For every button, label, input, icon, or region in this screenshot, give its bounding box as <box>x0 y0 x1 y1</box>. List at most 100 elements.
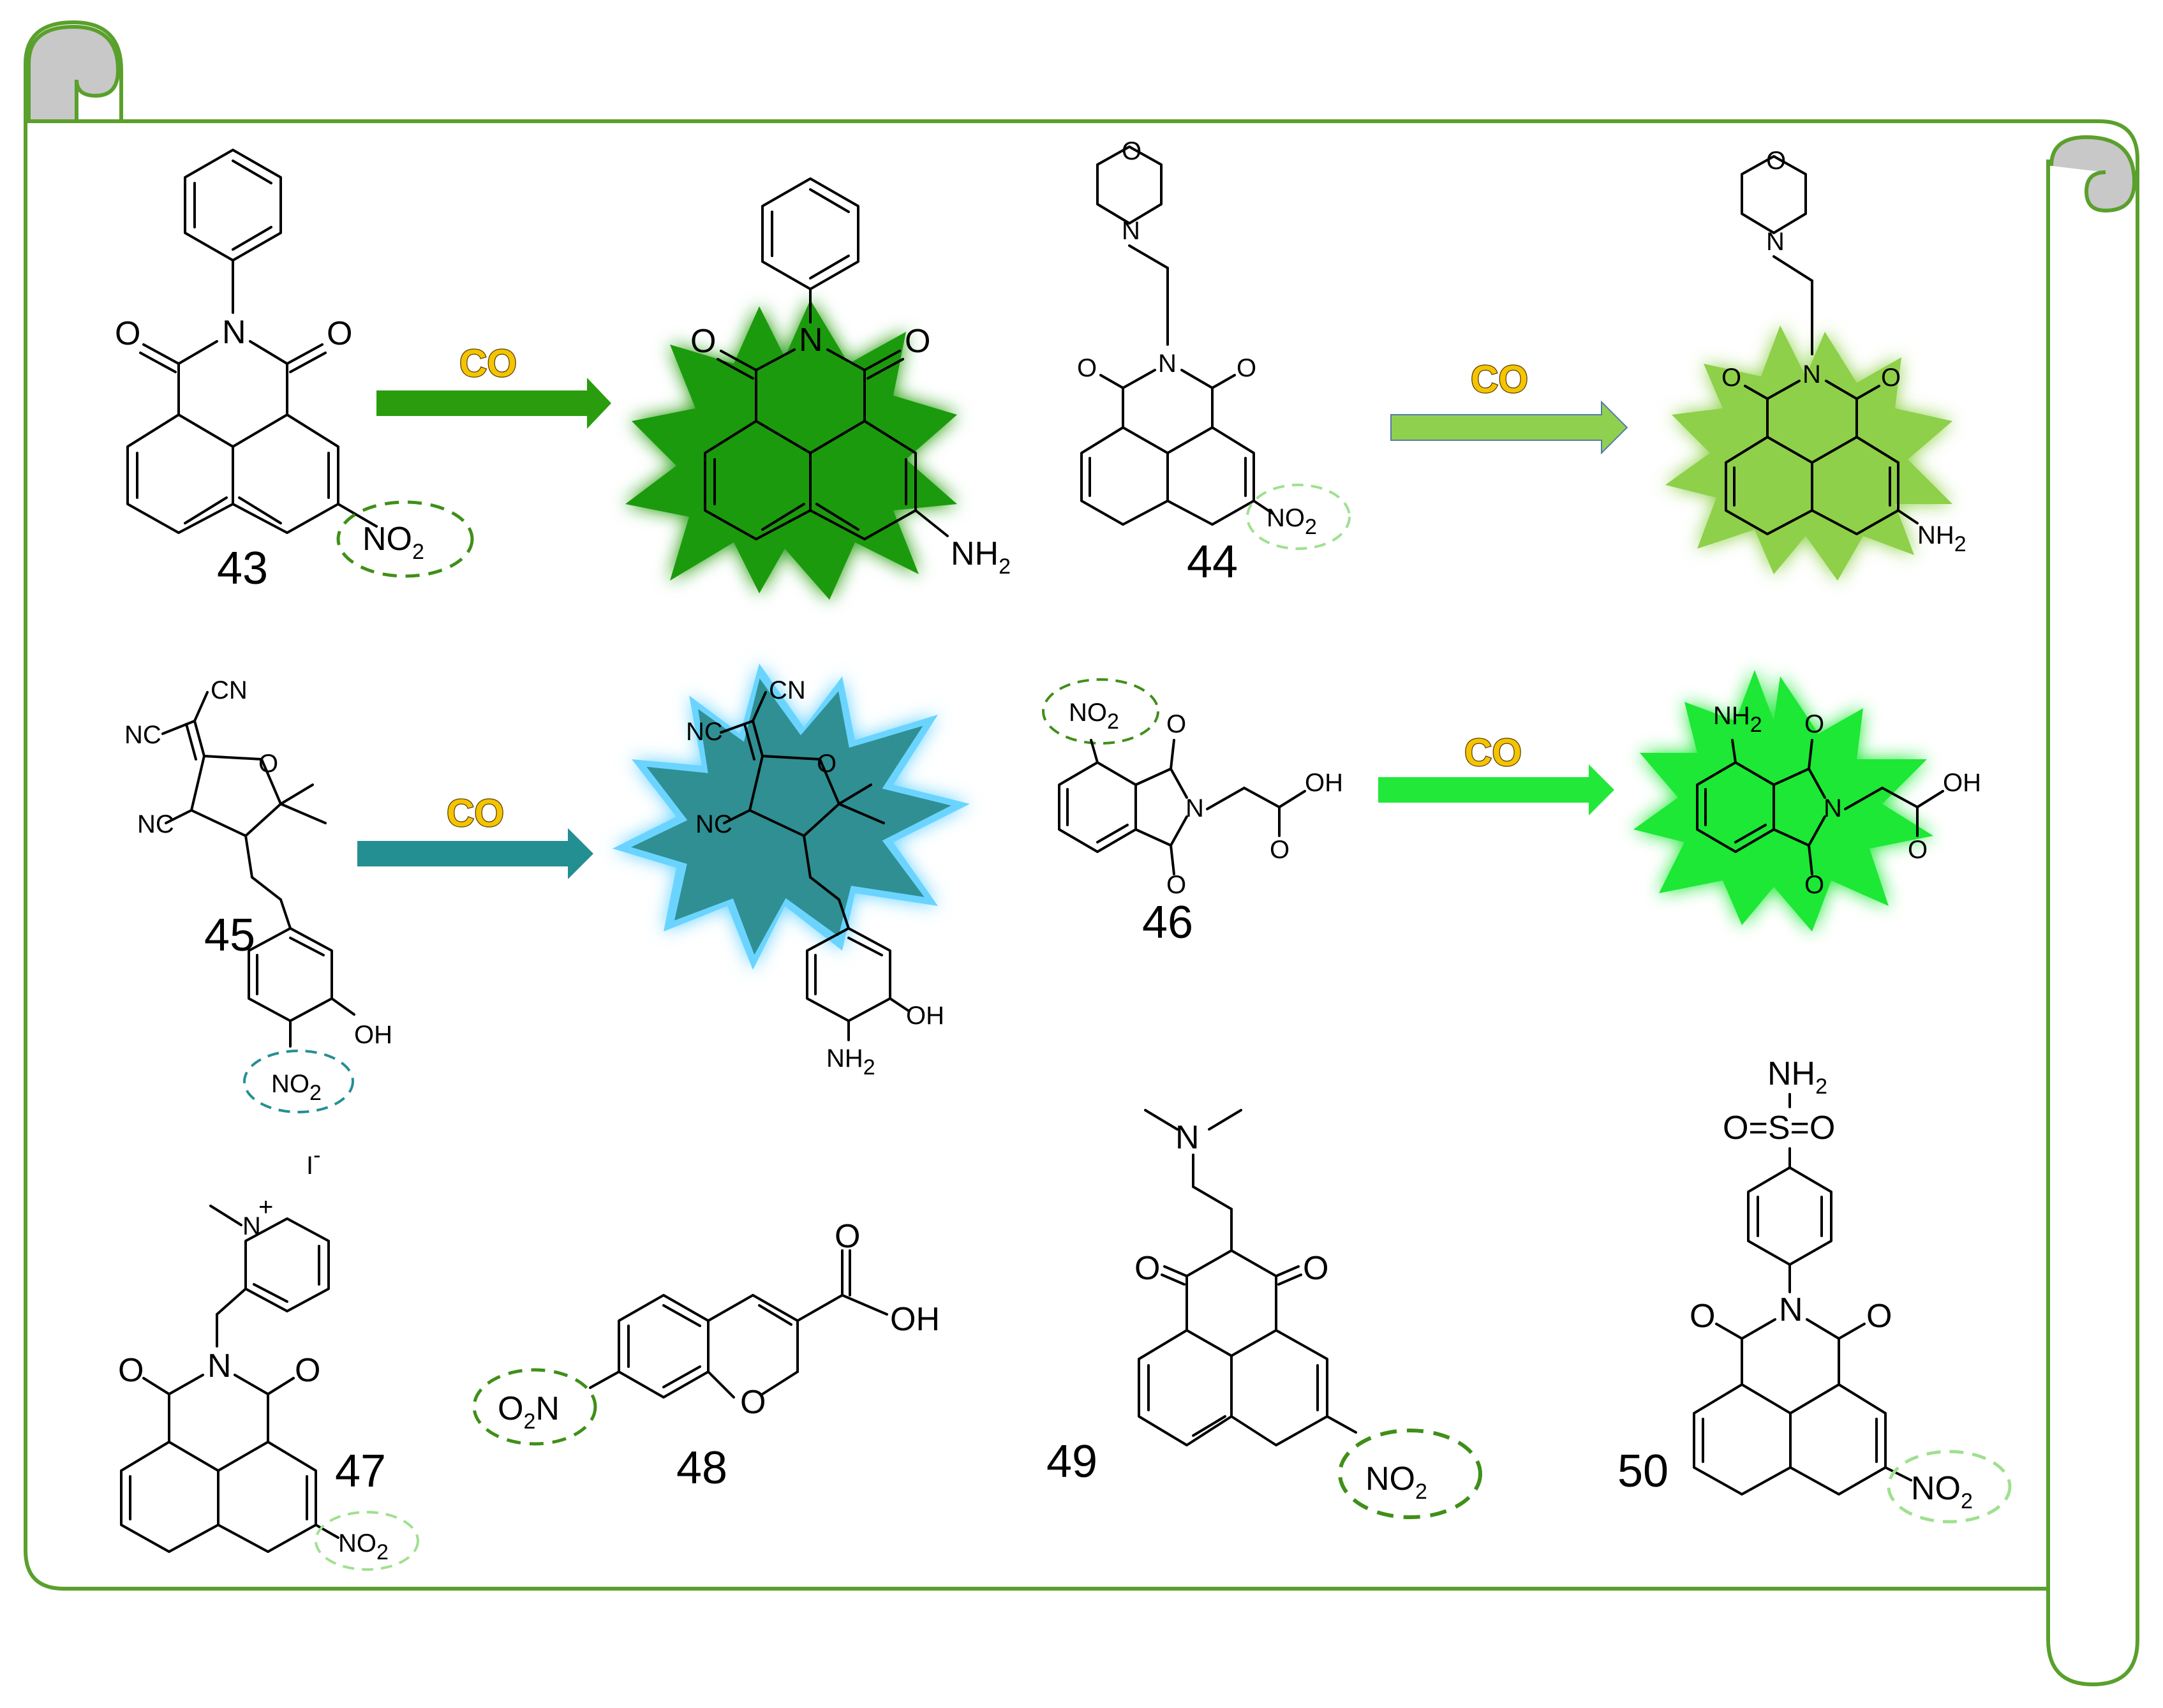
nitrile-group: NC <box>695 810 732 838</box>
hydroxyl-group: OH <box>354 1021 392 1049</box>
scroll-curl-right-fill <box>2049 135 2137 213</box>
amine-group: NH2 <box>826 1044 875 1080</box>
nitrile-group: NC <box>686 718 723 746</box>
hydroxyl-group: OH <box>1943 769 1981 797</box>
scroll-frame <box>24 20 2139 1687</box>
atom-o: O <box>1122 137 1141 165</box>
arrow-44: CO <box>1390 357 1628 455</box>
atom-o: O <box>905 323 930 360</box>
compound-47: I- N + N O O NO2 47 <box>118 1143 419 1571</box>
hydroxyl-group: OH <box>906 1002 944 1030</box>
atom-o: O <box>1804 710 1824 738</box>
atom-o: O <box>1908 836 1928 864</box>
nitro-highlight-ring <box>1042 678 1159 745</box>
atom-n: N <box>1122 217 1140 245</box>
fluorescence-burst-45 <box>625 674 957 960</box>
compound-number-47: 47 <box>335 1446 386 1497</box>
atom-o: O <box>1303 1250 1328 1287</box>
amine-group: NH2 <box>1713 702 1762 737</box>
fluorescence-burst-46 <box>1633 670 1933 932</box>
atom-n: N <box>1824 794 1842 822</box>
reagent-label-co: CO <box>1464 731 1522 774</box>
nitro-group: NO2 <box>362 521 424 564</box>
nitro-highlight-ring <box>243 1050 354 1113</box>
atom-o: O <box>118 1352 144 1389</box>
atom-n: N <box>1186 794 1204 822</box>
atom-n: N <box>1175 1119 1200 1156</box>
compound-48: O O OH O2N 48 <box>472 1218 940 1494</box>
amine-group: NH2 <box>1767 1055 1827 1099</box>
compound-number-46: 46 <box>1142 897 1193 948</box>
compound-number-50: 50 <box>1617 1446 1669 1497</box>
iodide-ion: I- <box>306 1143 320 1180</box>
nitro-group: NO2 <box>1911 1470 1973 1513</box>
atom-o: O <box>690 323 716 360</box>
nitro-group-reversed: O2N <box>498 1390 560 1434</box>
nitro-highlight-ring <box>315 1511 419 1571</box>
reagent-label-co: CO <box>447 792 504 835</box>
compound-43: N O O NO2 43 <box>115 149 474 594</box>
scroll-frame-top <box>121 119 2139 1687</box>
atom-o: O <box>1690 1298 1715 1335</box>
atom-o: O <box>817 750 836 778</box>
reagent-label-co: CO <box>459 342 517 385</box>
atom-o: O <box>1804 871 1824 899</box>
product-46: NH2 O O N OH O <box>1696 702 1981 899</box>
atom-o: O <box>1881 364 1901 392</box>
nitrile-group: NC <box>124 721 161 749</box>
compound-number-43: 43 <box>217 543 268 594</box>
compound-44: O N N O O NO2 44 <box>1077 137 1351 588</box>
compound-number-44: 44 <box>1187 537 1238 588</box>
atom-n: N <box>1158 350 1177 378</box>
atom-o: O <box>1866 1298 1892 1335</box>
product-45: CN NC O NC OH NH2 <box>686 676 944 1080</box>
compound-49: N O O NO2 49 <box>1046 1109 1482 1519</box>
compound-number-48: 48 <box>676 1443 727 1494</box>
atom-n: N <box>799 322 823 359</box>
product-43: N O O NH2 <box>690 177 1011 579</box>
atom-o: O <box>1077 354 1097 382</box>
nitrile-group: NC <box>137 810 174 838</box>
amine-group: NH2 <box>1917 521 1966 556</box>
hydroxyl-group: OH <box>1305 769 1343 797</box>
atom-n: N <box>242 1212 261 1240</box>
nitro-group: NO2 <box>1365 1460 1427 1504</box>
atom-o: O <box>835 1218 860 1255</box>
atom-n: N <box>222 314 246 351</box>
scroll-frame-border <box>24 64 2048 1591</box>
atom-n: N <box>207 1348 232 1385</box>
compound-45: CN NC O NC OH NO2 45 <box>124 676 392 1113</box>
atom-o: O <box>1166 871 1186 899</box>
reagent-label-co: CO <box>1471 358 1528 401</box>
atom-o: O <box>1166 710 1186 738</box>
nitro-group: NO2 <box>271 1070 322 1105</box>
compound-46: NO2 O O N OH O 46 <box>1042 678 1343 948</box>
hydroxyl-group: OH <box>890 1301 940 1338</box>
nitrile-group: CN <box>769 676 806 704</box>
product-44: O N N O O NH2 <box>1721 147 1966 556</box>
atom-o: O <box>1237 354 1256 382</box>
atom-o: O <box>1766 147 1786 175</box>
atom-n: N <box>1766 228 1785 256</box>
nitro-group: NO2 <box>1267 504 1317 539</box>
atom-n: N <box>1779 1291 1803 1328</box>
compound-number-49: 49 <box>1046 1436 1097 1487</box>
arrow-43: CO <box>376 341 611 429</box>
nitro-highlight-ring <box>472 1368 597 1446</box>
nitro-highlight-ring <box>1887 1450 2012 1524</box>
nitro-highlight-ring <box>1246 484 1351 550</box>
nitro-group: NO2 <box>338 1529 389 1564</box>
atom-o: O <box>327 315 352 352</box>
arrow-46: CO <box>1378 731 1614 815</box>
atom-o: O <box>1134 1250 1160 1287</box>
atom-o: O <box>1270 836 1290 864</box>
atom-o: O <box>258 750 278 778</box>
atom-o: O <box>295 1352 320 1389</box>
arrow-45: CO <box>357 791 593 879</box>
nitrile-group: CN <box>211 676 248 704</box>
scroll-curl-left-fill <box>27 24 121 123</box>
nitro-group: NO2 <box>1069 699 1119 734</box>
sulfonyl-group: O=S=O <box>1723 1110 1835 1147</box>
atom-o: O <box>115 315 140 352</box>
